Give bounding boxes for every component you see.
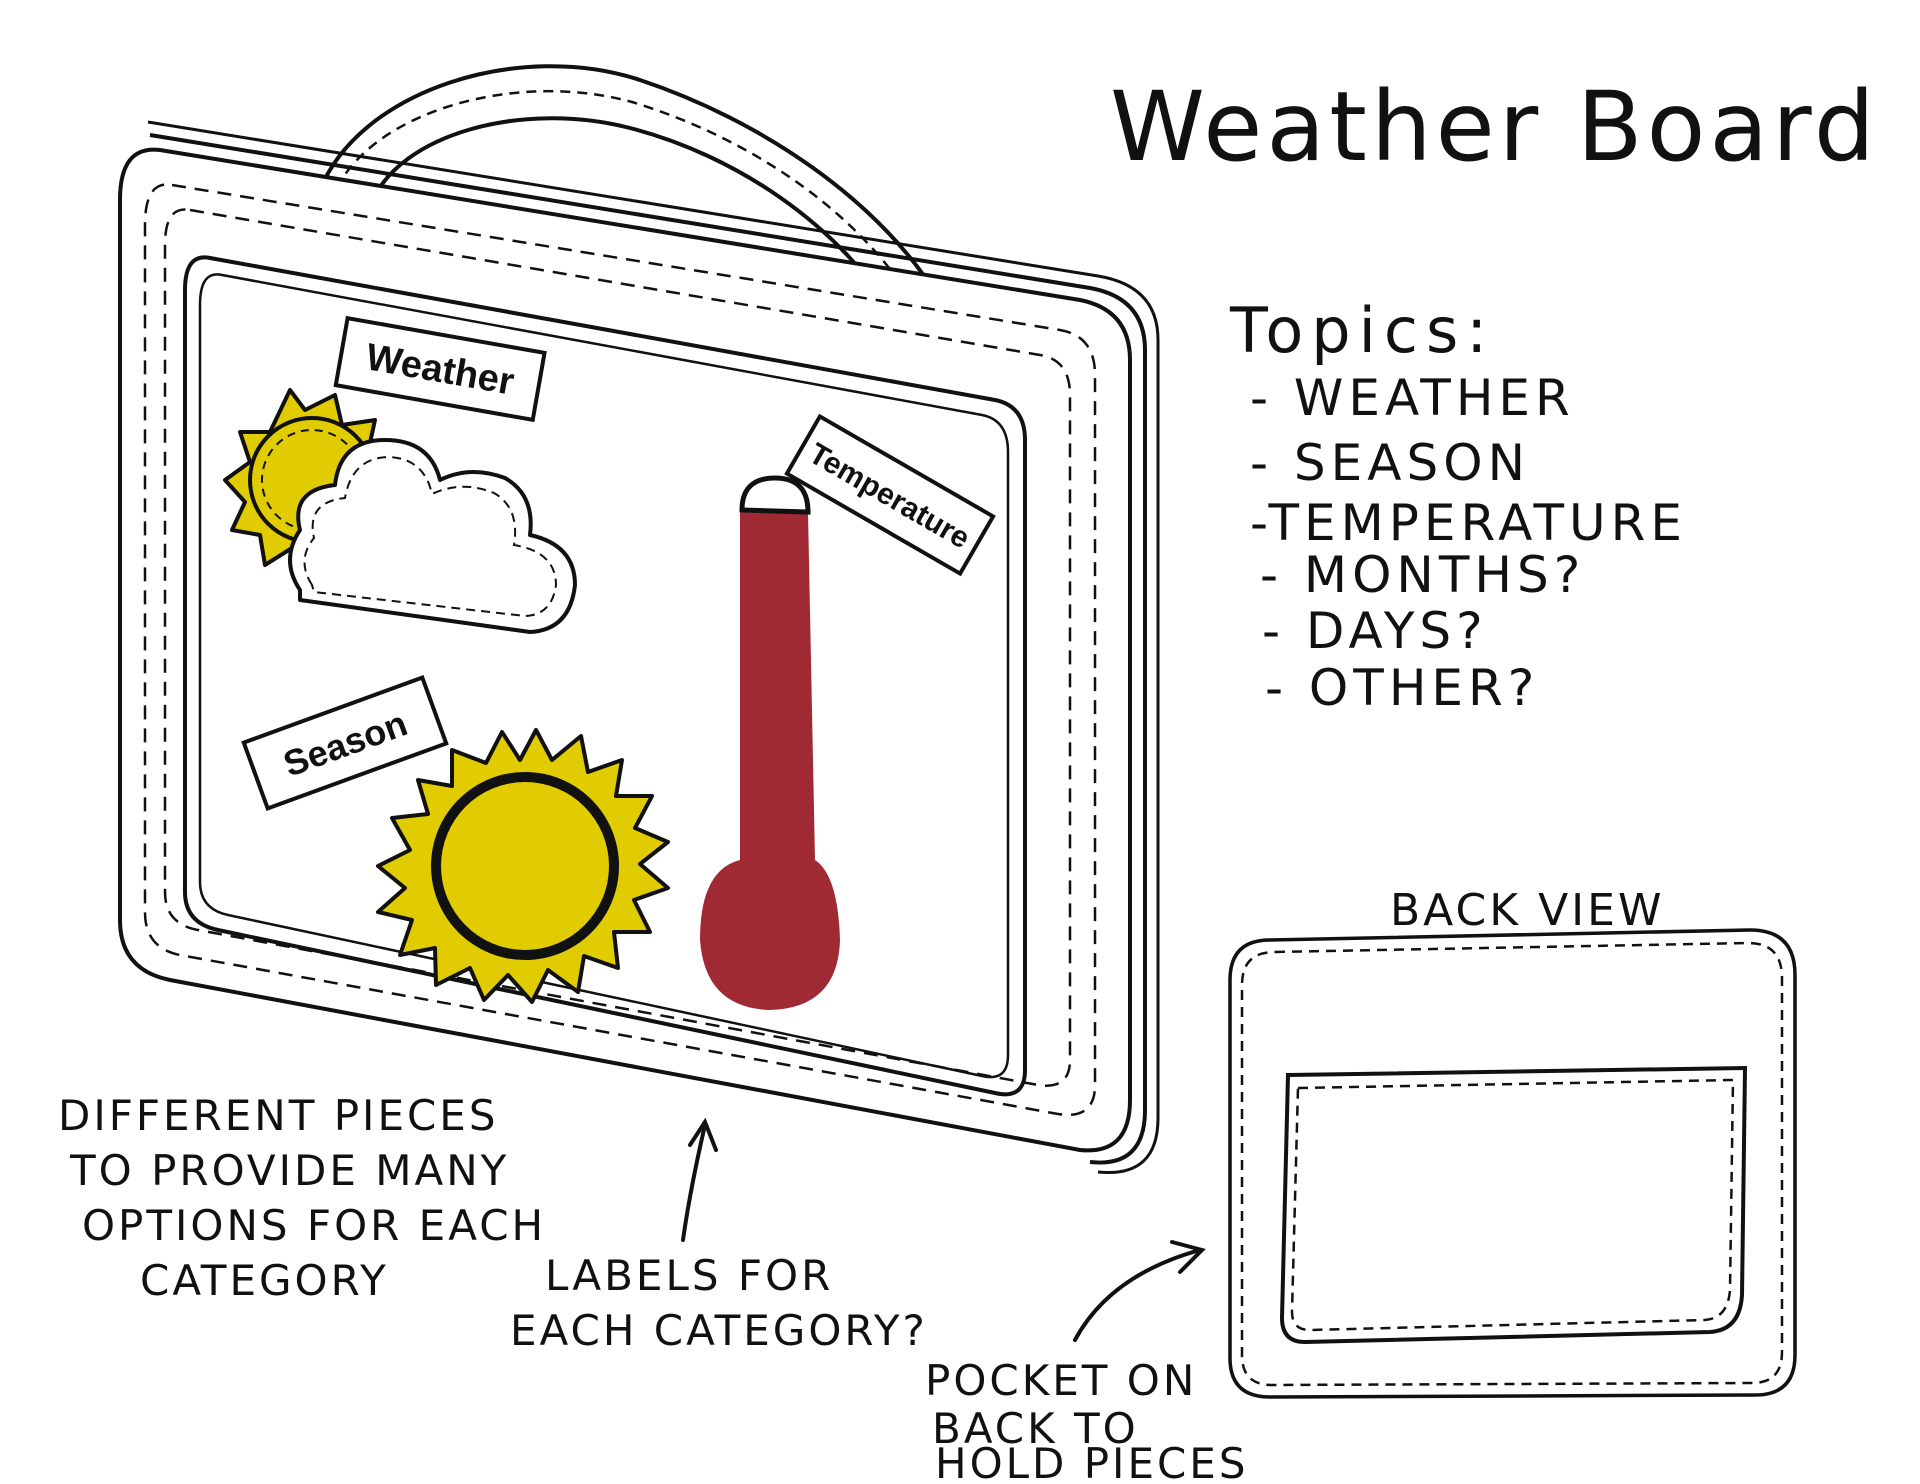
note-pocket-line-3: HOLD PIECES (935, 1439, 1249, 1484)
note-pieces-line-1: DIFFERENT PIECES (58, 1091, 499, 1140)
topic-item-months: - MONTHS? (1260, 546, 1585, 604)
topic-item-days: - DAYS? (1262, 602, 1488, 660)
topic-item-weather: - WEATHER (1250, 369, 1575, 427)
sun-icon (376, 728, 670, 1004)
weather-label-tag: Weather (333, 315, 547, 423)
note-labels-for-each-category: LABELS FOR EACH CATEGORY? (510, 1251, 928, 1355)
back-view-panel (1228, 928, 1797, 1399)
note-pieces-line-4: CATEGORY (140, 1256, 389, 1305)
note-labels-line-2: EACH CATEGORY? (510, 1306, 928, 1355)
sketch-title: Weather Board (1110, 71, 1879, 183)
topics-heading: Topics: (1229, 294, 1495, 367)
note-different-pieces: DIFFERENT PIECES TO PROVIDE MANY OPTIONS… (58, 1091, 546, 1305)
board-case (118, 120, 1160, 1175)
note-pieces-line-3: OPTIONS FOR EACH (82, 1201, 546, 1250)
note-pocket-line-1: POCKET ON (925, 1356, 1197, 1405)
topic-item-other: - OTHER? (1265, 659, 1539, 717)
topic-item-season: - SEASON (1250, 434, 1530, 492)
sun-behind-cloud-icon (223, 388, 577, 634)
arrow-icon (681, 1117, 718, 1242)
note-pocket-line-2: BACK TO (932, 1404, 1139, 1453)
back-view-label: BACK VIEW (1390, 885, 1664, 936)
note-labels-line-1: LABELS FOR (545, 1251, 833, 1300)
thermometer-icon (700, 475, 840, 1010)
note-pieces-line-2: TO PROVIDE MANY (69, 1146, 509, 1195)
topic-item-temperature: -TEMPERATURE (1250, 494, 1687, 552)
note-pocket-on-back: POCKET ON BACK TO HOLD PIECES (925, 1356, 1249, 1484)
topics-list: Topics: - WEATHER - SEASON -TEMPERATURE … (1229, 294, 1687, 717)
pocket-arrow-icon (1073, 1240, 1206, 1342)
